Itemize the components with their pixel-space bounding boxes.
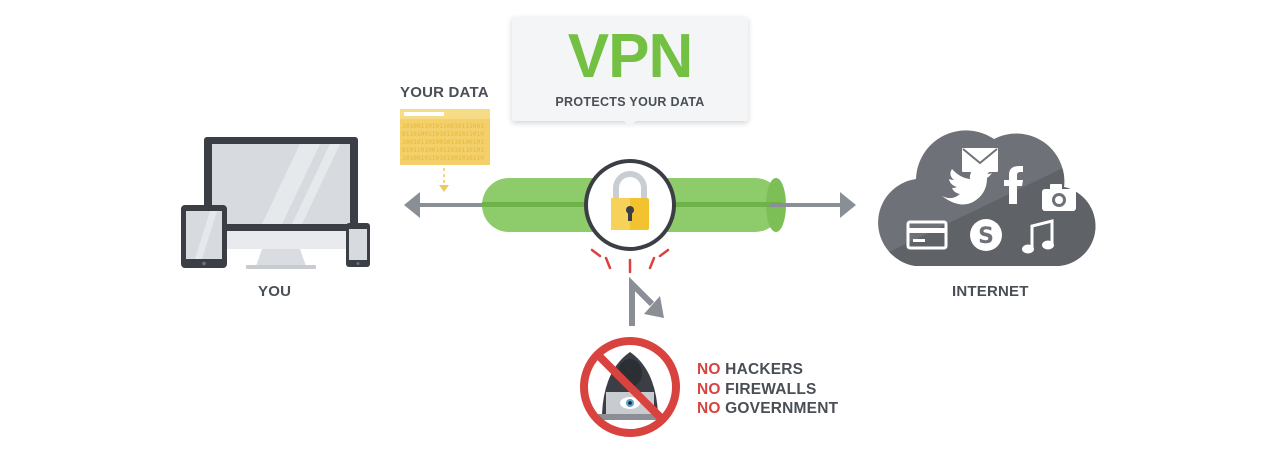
threat-text: GOVERNMENT [725,400,839,417]
threat-item: NO GOVERNMENT [697,399,838,419]
threat-list: NO HACKERS NO FIREWALLS NO GOVERNMENT [697,360,838,419]
camera-icon [1042,184,1076,211]
vpn-subtitle: PROTECTS YOUR DATA [555,95,705,109]
you-label: YOU [258,283,292,300]
hooded-hacker-icon [580,337,680,437]
threat-prefix: NO [697,380,721,398]
threat-prefix: NO [697,361,721,378]
internet-label: INTERNET [952,283,1029,300]
right-arrow-icon [770,192,856,218]
threat-item: NO HACKERS [697,360,838,380]
binary-line: 1010011010110010111001 [402,123,484,130]
facebook-icon [1004,166,1023,204]
callout-pointer [620,117,640,127]
binary-line: 1001011010010110100101 [402,139,484,146]
threat-item: NO FIREWALLS [697,380,838,400]
binary-line: 1010010110101001010110 [402,155,484,162]
music-icon [1022,219,1054,254]
twitter-icon [942,168,992,205]
binary-line: 0101101001011010110101 [402,147,484,154]
data-folder-icon: 1010011010110010111001 01101001101011010… [400,109,490,192]
left-arrow-icon [404,192,486,218]
threat-prefix: NO [697,400,721,417]
threat-text: HACKERS [725,361,804,378]
devices-icon [181,137,370,269]
credit-card-icon [906,220,948,250]
svg-text:S: S [978,224,994,249]
vpn-title: VPN [567,22,693,91]
alert-rays-icon [590,248,670,274]
mail-icon [962,148,998,172]
vpn-callout: VPN PROTECTS YOUR DATA [512,17,748,121]
binary-line: 0110100110101101011010 [402,131,484,138]
your-data-label: YOUR DATA [400,84,489,101]
padlock-icon [584,159,676,251]
threat-text: FIREWALLS [725,380,817,398]
deflect-arrow-icon [629,276,664,326]
skype-icon: S [970,219,1002,251]
